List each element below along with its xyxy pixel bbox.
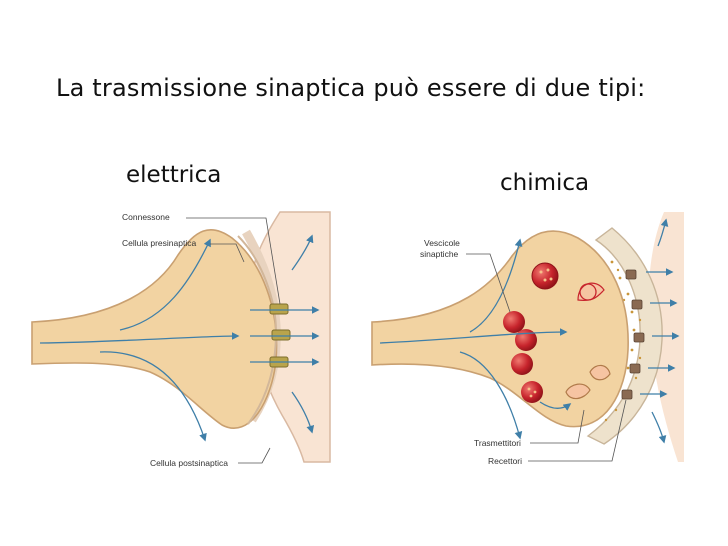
label-recettori: Recettori — [488, 456, 522, 466]
electrical-current-arrows — [39, 234, 320, 442]
label-cellula-postsinaptica: Cellula postsinaptica — [150, 458, 228, 468]
chemical-current-arrows — [379, 218, 680, 444]
receptors — [621, 269, 645, 400]
label-vescicole: Vescicole — [424, 238, 460, 248]
connexon-channels — [269, 303, 291, 368]
chemical-postsynaptic-cell — [648, 212, 684, 462]
label-cellula-presinaptica: Cellula presinaptica — [122, 238, 196, 248]
label-connessone: Connessone — [122, 212, 170, 222]
label-sinaptiche: sinaptiche — [420, 249, 459, 259]
electrical-synapse: Connessone Cellula presinaptica Cellula … — [31, 211, 331, 468]
synaptic-vesicles — [503, 262, 611, 403]
chemical-heading: chimica — [500, 170, 590, 196]
slide-title: La trasmissione sinaptica può essere di … — [56, 74, 646, 102]
label-trasmettitori: Trasmettitori — [474, 438, 521, 448]
chemical-presynaptic-terminal — [371, 230, 629, 428]
electrical-heading: elettrica — [126, 162, 222, 188]
electrical-presynaptic-terminal — [31, 228, 278, 429]
chemical-postsynaptic-membrane — [586, 227, 663, 445]
chemical-synapse: Vescicole sinaptiche Trasmettitori Recet… — [371, 212, 684, 466]
